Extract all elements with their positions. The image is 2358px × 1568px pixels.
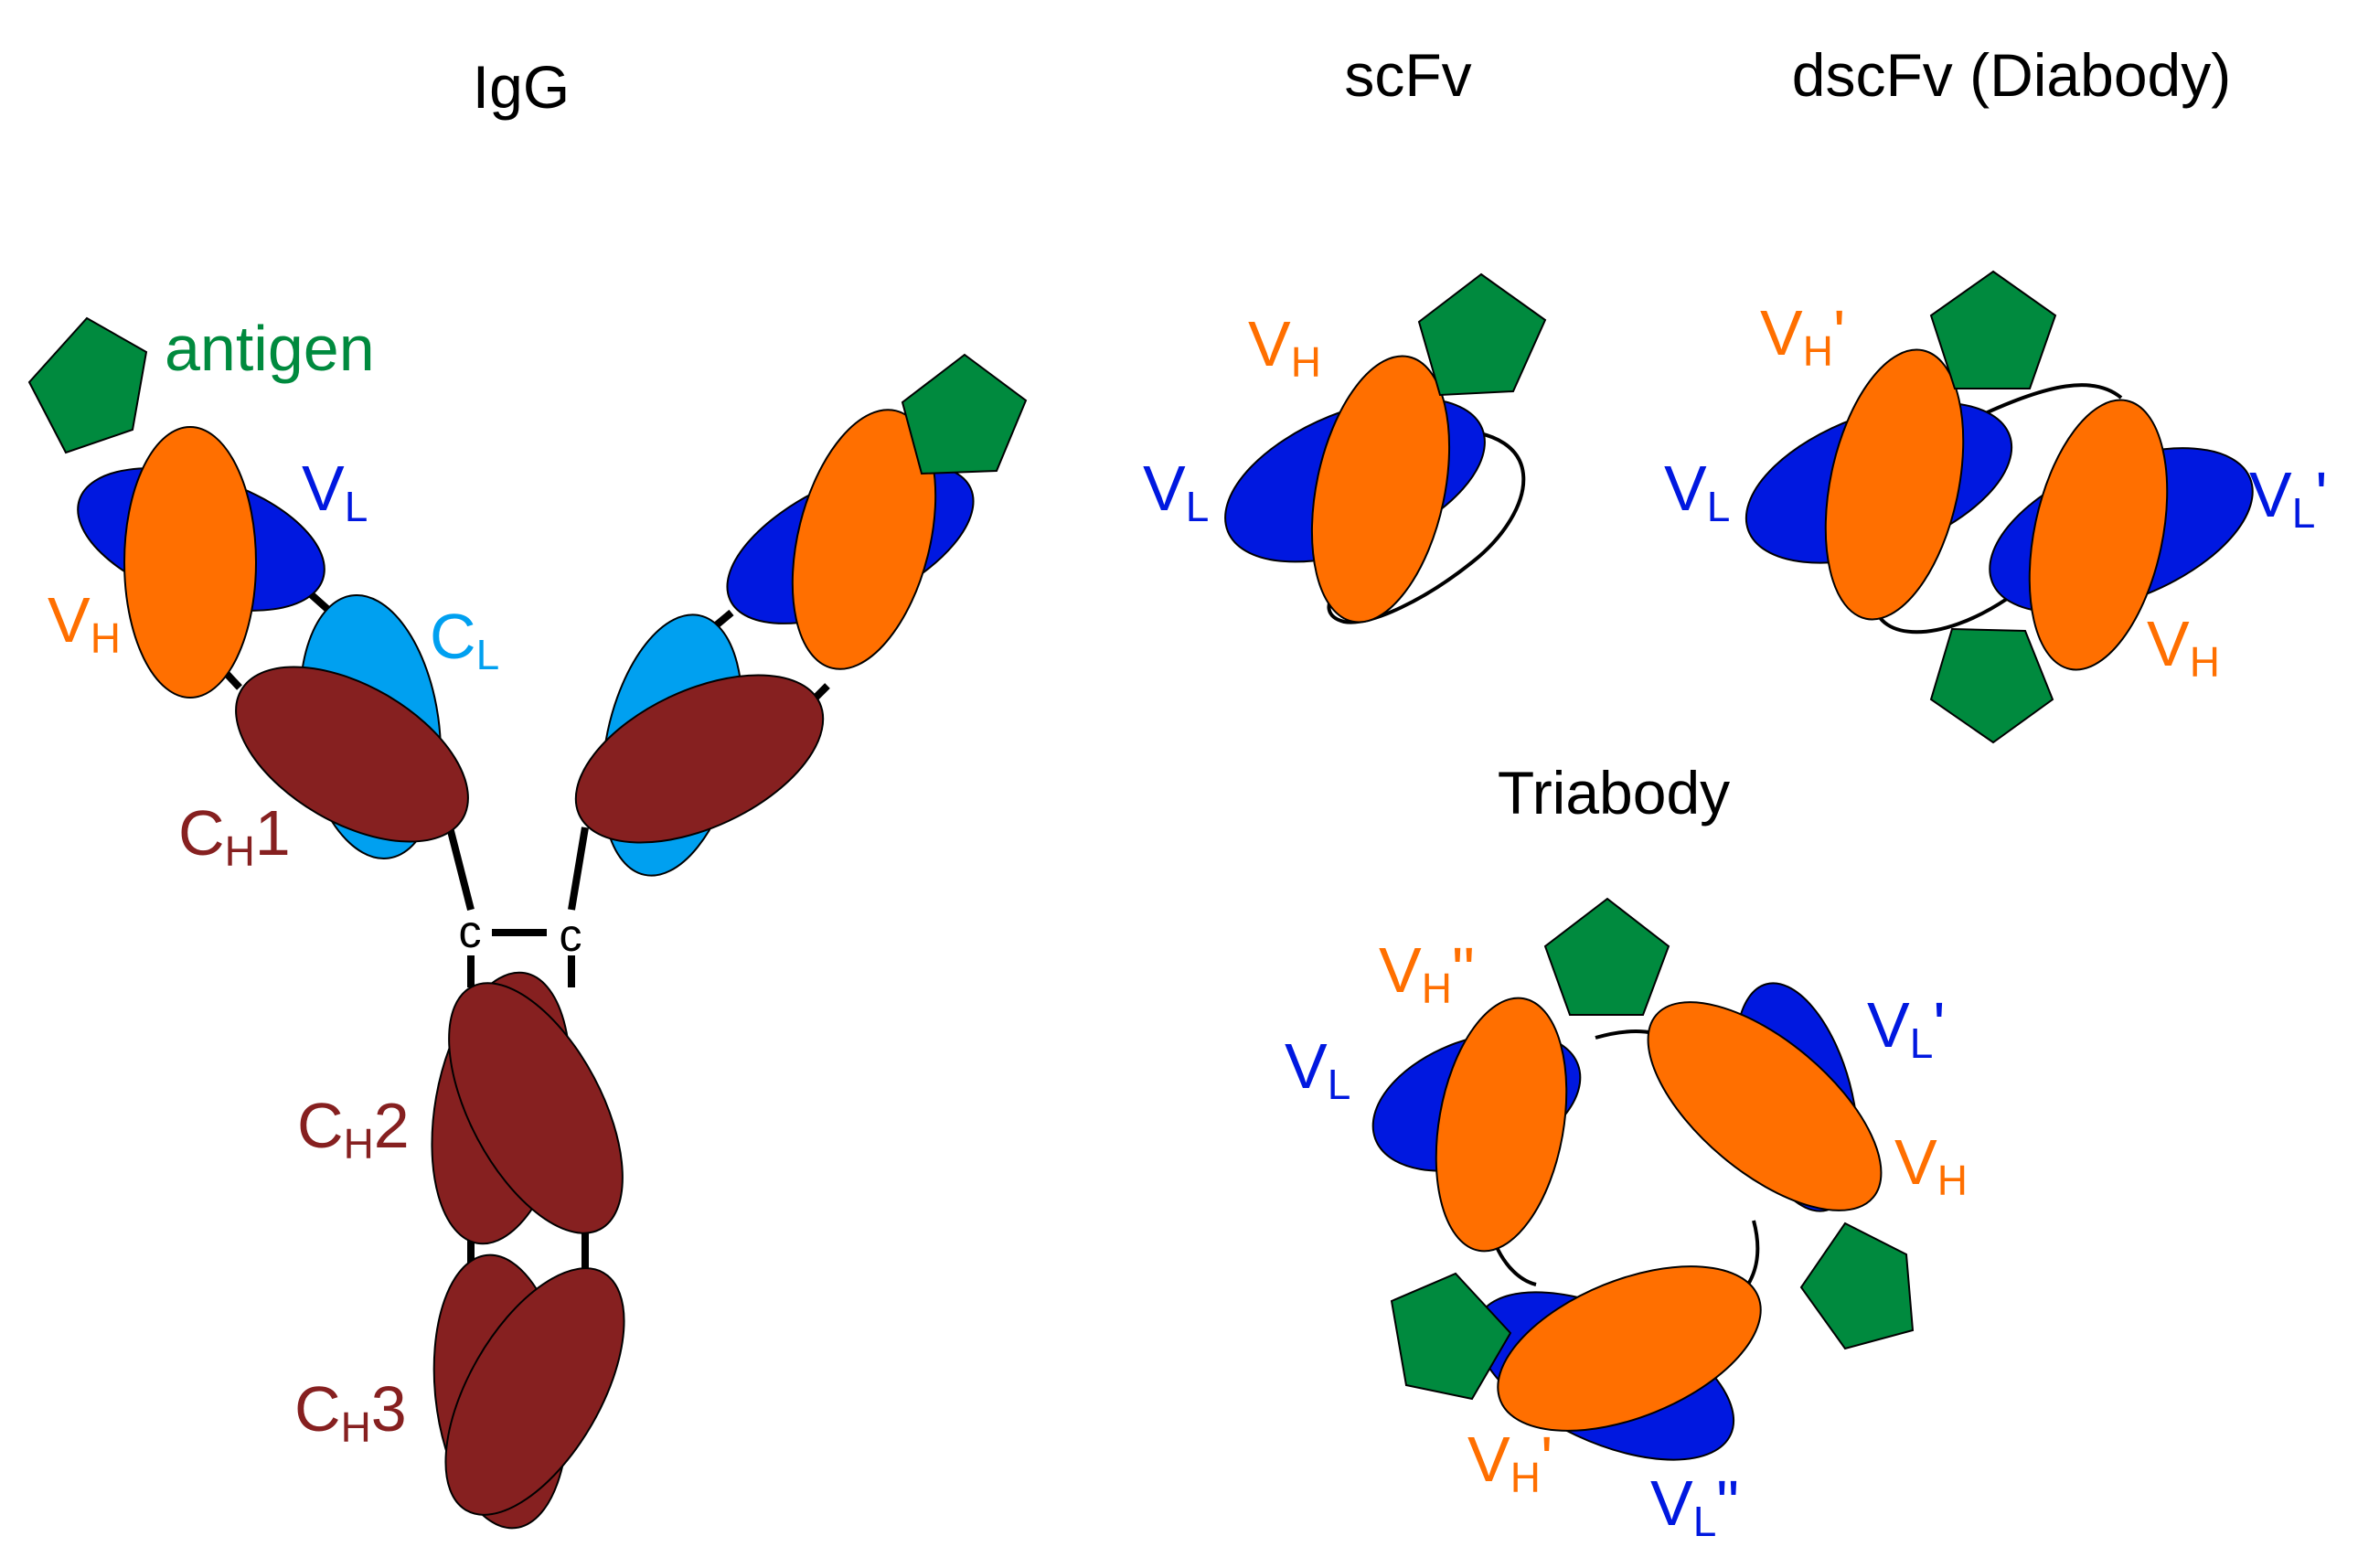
- triabody-antigen-top: [1543, 897, 1670, 1016]
- label-ch2: CH2: [297, 1090, 410, 1168]
- triabody-antigen-left: [1390, 1272, 1512, 1401]
- diabody-vh-right: [2028, 399, 2169, 671]
- triabody-antigen-right: [1799, 1221, 1915, 1350]
- ch2-domain-right: [448, 982, 624, 1234]
- hinge-right: [568, 827, 589, 911]
- triabody-structure: VH" VL VL' VH VH' VL": [1285, 897, 1968, 1545]
- antigen-left: [27, 316, 148, 454]
- title-igg: IgG: [473, 53, 570, 121]
- scfv-linker: [1327, 428, 1526, 624]
- label-vl-igg: VL: [302, 453, 368, 530]
- diabody-structure: VH' VL VL' VH: [1664, 270, 2328, 744]
- title-triabody: Triabody: [1498, 759, 1730, 827]
- triabody-label-vh-prime: VH': [1467, 1424, 1552, 1501]
- label-cl-igg: CL: [430, 601, 499, 678]
- triabody-label-vl-prime: VL': [1867, 989, 1946, 1067]
- scfv-structure: VH VL: [1143, 272, 1547, 624]
- ch3-domain-right: [444, 1267, 625, 1516]
- diabody-label-vl: VL: [1664, 453, 1730, 530]
- scfv-vh-domain: [1310, 355, 1451, 624]
- diabody-label-vh: VH: [2147, 608, 2220, 686]
- scfv-antigen: [1417, 272, 1547, 397]
- title-diabody: dscFv (Diabody): [1792, 41, 2231, 109]
- diabody-antigen-bottom: [1929, 627, 2054, 744]
- ch1-domain-right: [574, 674, 825, 844]
- cysteine-right: c: [560, 910, 582, 961]
- hinge-left: [446, 827, 475, 911]
- vh-domain-left: [123, 426, 257, 699]
- ch1-domain-left: [235, 666, 469, 843]
- diabody-vh-left: [1824, 348, 1965, 621]
- diabody-linker-top: [1979, 383, 2123, 418]
- label-ch3: CH3: [294, 1373, 407, 1451]
- diabody-antigen-top: [1929, 270, 2057, 389]
- diabody-label-vh-prime: VH': [1760, 297, 1845, 375]
- triabody-label-vl-dprime: VL": [1650, 1467, 1739, 1545]
- scfv-label-vl: VL: [1143, 453, 1209, 530]
- title-scfv: scFv: [1344, 41, 1471, 109]
- cysteine-left: c: [459, 906, 482, 957]
- scfv-label-vh: VH: [1248, 308, 1321, 386]
- triabody-vh-bottom: [1497, 1265, 1762, 1432]
- label-vh-igg: VH: [48, 584, 121, 662]
- igg-structure: c c antigen VL VH CL CH1 CH2 CH3: [27, 313, 1028, 1530]
- triabody-label-vh: VH: [1894, 1126, 1968, 1204]
- antigen-right: [901, 353, 1028, 475]
- diabody-label-vl-prime: VL': [2249, 459, 2328, 537]
- label-antigen: antigen: [165, 313, 375, 384]
- triabody-vh-top-left: [1435, 997, 1568, 1253]
- vh-domain-right: [791, 409, 937, 670]
- triabody-label-vh-dprime: VH": [1379, 934, 1475, 1012]
- label-ch1: CH1: [178, 797, 291, 875]
- triabody-label-vl: VL: [1285, 1030, 1350, 1108]
- triabody-vh-right: [1647, 1001, 1883, 1211]
